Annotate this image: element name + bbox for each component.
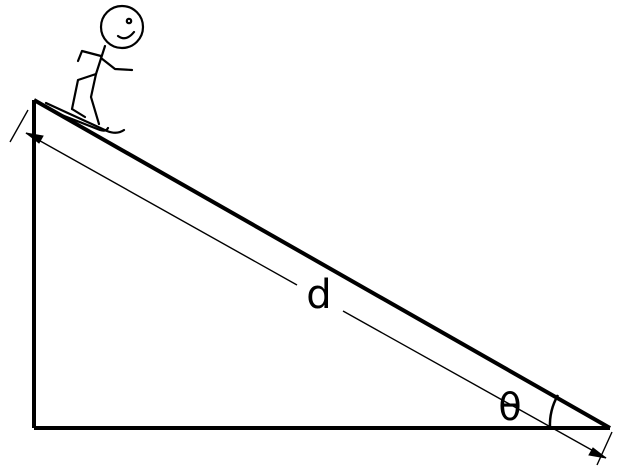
dimension-tick-top <box>9 109 29 143</box>
skier-leg-front <box>89 72 101 126</box>
slope-line <box>33 98 611 430</box>
dimension-line-upper <box>25 132 298 286</box>
skier-icon <box>44 4 145 134</box>
angle-label: θ <box>498 385 521 429</box>
skier-arm-front <box>99 56 134 72</box>
incline-triangle <box>32 98 611 430</box>
distance-dimension <box>9 109 613 466</box>
skier-leg-back <box>70 72 98 111</box>
ski-1 <box>44 101 126 134</box>
dimension-tick-bottom <box>596 431 613 466</box>
skier-torso <box>94 44 107 76</box>
skier-smile <box>116 30 136 40</box>
angle-arc <box>548 394 560 429</box>
skier-arm-back <box>76 49 103 63</box>
arrowhead-left <box>25 132 44 144</box>
skier-eye <box>125 17 133 25</box>
skier-foot-back <box>70 107 87 119</box>
skier-head <box>99 4 145 50</box>
ski-2 <box>52 110 110 132</box>
arrowhead-right <box>588 447 607 459</box>
dimension-line-lower <box>342 310 607 459</box>
distance-label: d <box>306 272 331 318</box>
